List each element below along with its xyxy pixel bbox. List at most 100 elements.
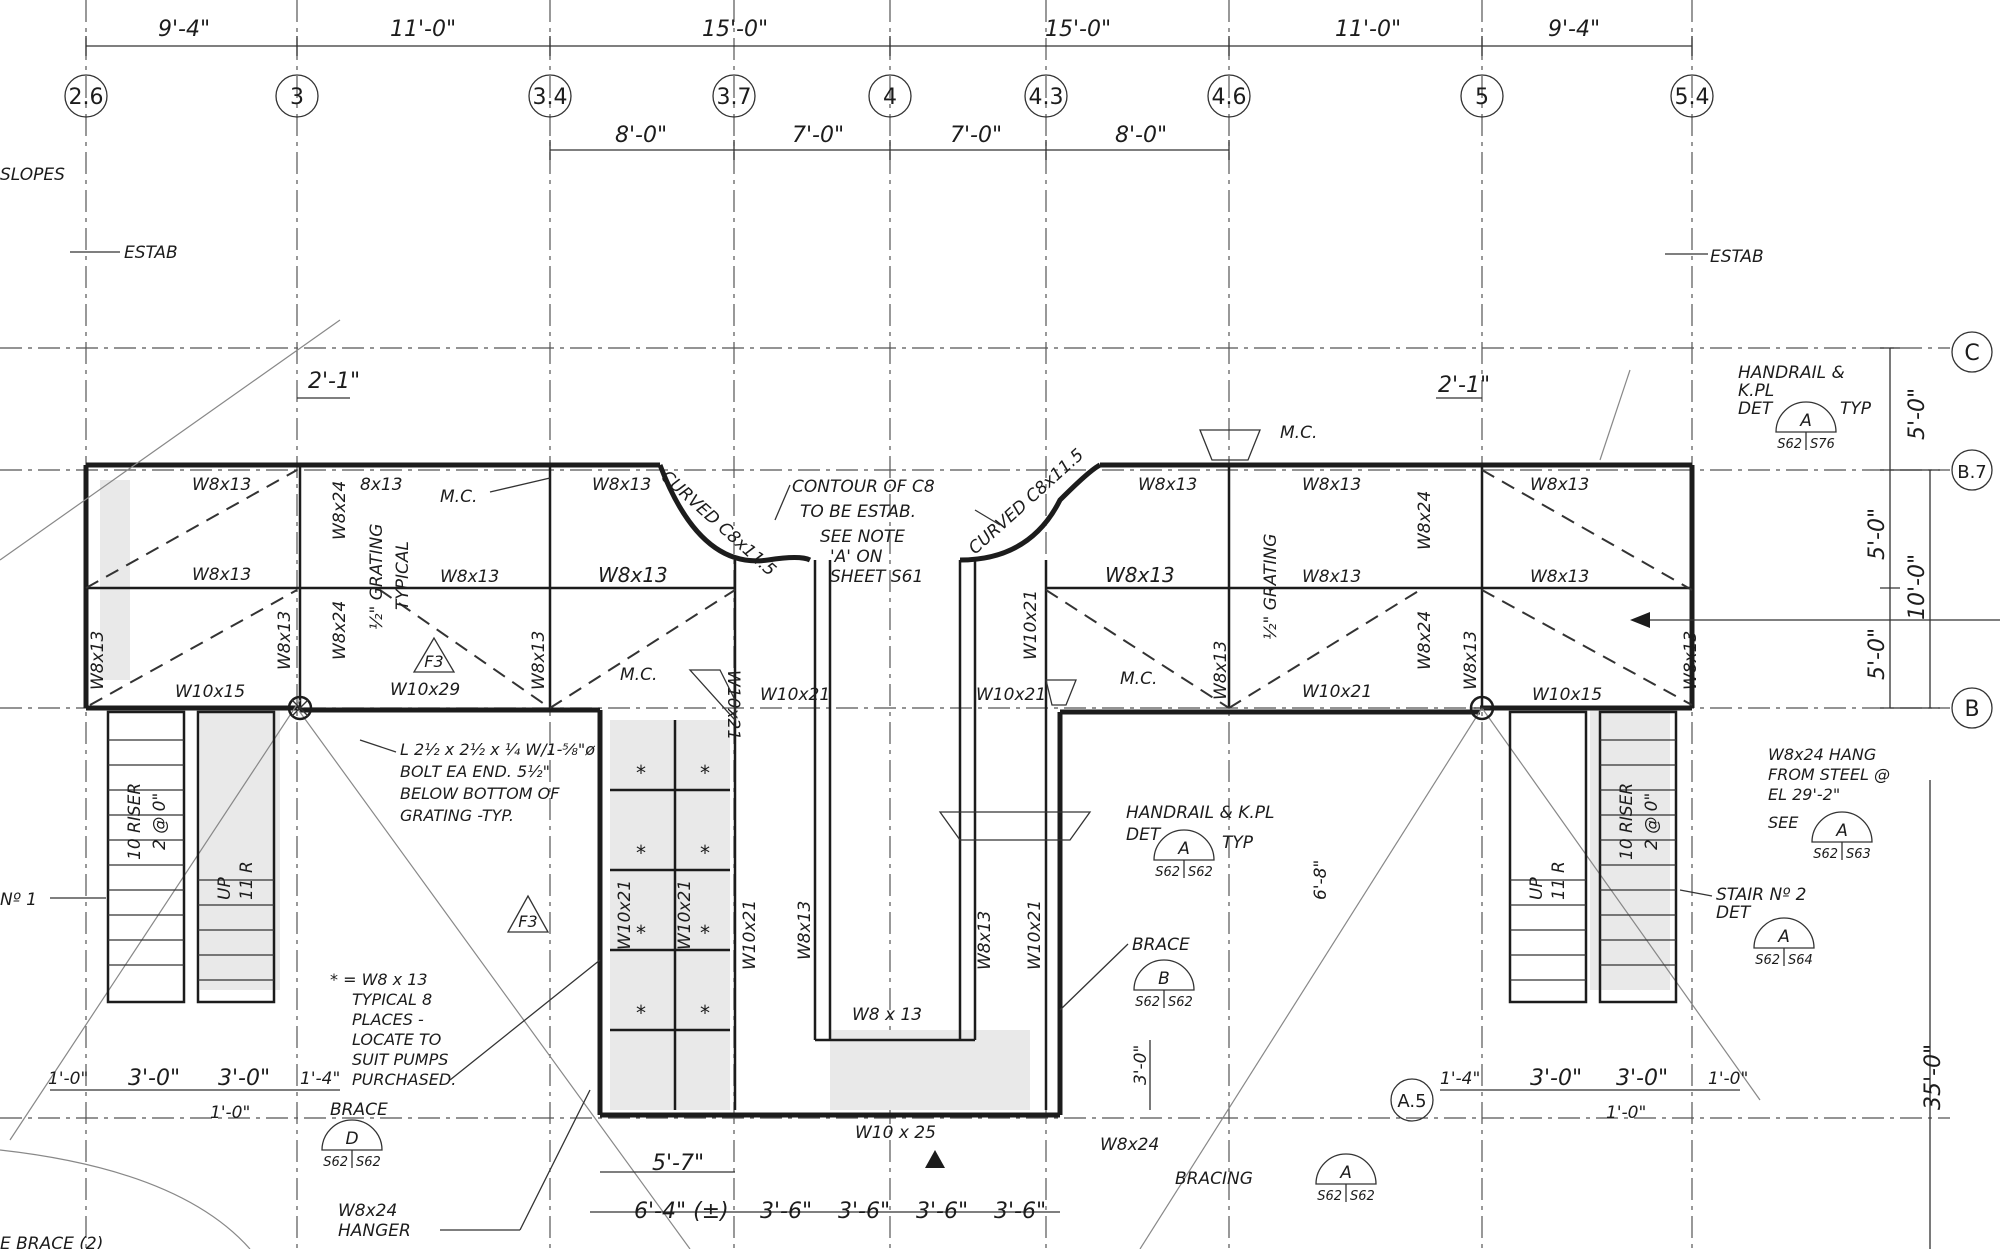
dim-3-0-vertical: 3'-0" bbox=[1131, 1045, 1151, 1085]
svg-text:S62: S62 bbox=[1135, 995, 1160, 1010]
handrail-note-top: HANDRAIL & K.PL DET TYP bbox=[1738, 363, 1872, 419]
grid-bubble-5-4: 5.4 bbox=[1675, 85, 1710, 110]
member-label: W8x13 bbox=[529, 631, 549, 690]
brace-notes: BRACE BRACE W8x24 HANGER BRACING W10 x 2… bbox=[330, 935, 1253, 1241]
section-flag: F3 bbox=[424, 652, 443, 671]
svg-text:D: D bbox=[345, 1129, 358, 1149]
bottom-center-dim: 3'-6" bbox=[838, 1199, 890, 1224]
svg-text:S62: S62 bbox=[1755, 953, 1780, 968]
stair-left-up: UP bbox=[215, 877, 235, 900]
stair-right-up-sub: 11 R bbox=[1549, 861, 1569, 900]
svg-text:A: A bbox=[1777, 927, 1790, 947]
bottom-dimensions-right: 1'-4" 3'-0" 3'-0" 1'-0" 1'-0" bbox=[1440, 1066, 1748, 1123]
grid-bubble-3: 3 bbox=[290, 85, 304, 110]
grid-bubble-4: 4 bbox=[883, 85, 897, 110]
see-note-line-2: 'A' ON bbox=[830, 547, 883, 567]
second-dim-2: 7'-0" bbox=[792, 123, 844, 148]
svg-text:S62: S62 bbox=[323, 1155, 348, 1170]
member-label: W8x13 bbox=[192, 565, 251, 585]
stair-2-line-1: STAIR Nº 2 bbox=[1716, 885, 1806, 905]
svg-text:*: * bbox=[636, 921, 646, 945]
row-bubble-b: B bbox=[1964, 697, 1979, 722]
second-dim-1: 8'-0" bbox=[615, 123, 667, 148]
bottom-center-dim: 5'-7" bbox=[652, 1151, 704, 1176]
right-dim-5: 35'-0" bbox=[1921, 1044, 1946, 1110]
angle-note-line-3: BELOW BOTTOM OF bbox=[400, 784, 560, 803]
detail-callout: B S62 S62 bbox=[1133, 959, 1195, 1010]
right-dim-4: 5'-0" bbox=[1865, 628, 1890, 680]
stair-1-label: Nº 1 bbox=[0, 890, 37, 910]
member-label: 8x13 bbox=[360, 475, 403, 495]
member-label: W10x15 bbox=[175, 682, 245, 702]
bottom-right-dim: 3'-0" bbox=[1530, 1066, 1582, 1091]
hang-note-line-3: EL 29'-2" bbox=[1768, 785, 1840, 804]
bottom-dimensions-center: 5'-7" 6'-4" (±) 3'-6" 3'-6" 3'-6" 3'-6" bbox=[590, 1151, 1060, 1224]
brace-d-label: BRACE bbox=[330, 1100, 388, 1120]
svg-text:A: A bbox=[1799, 411, 1812, 431]
angle-note: L 2½ x 2½ x ¼ W/1-⅝"ø BOLT EA END. 5½" B… bbox=[359, 739, 595, 825]
bottom-center-dim: 3'-6" bbox=[760, 1199, 812, 1224]
contour-notes: CURVED C8x11.5 CURVED C8x11.5 CONTOUR OF… bbox=[657, 445, 1088, 587]
column-markers bbox=[287, 695, 1495, 721]
top-dim-1: 9'-4" bbox=[158, 17, 210, 42]
stair-right: 10 RISER 2 @ 0" UP 11 R bbox=[1508, 710, 1678, 1004]
bottom-left-dim: 1'-0" bbox=[210, 1103, 250, 1123]
svg-text:*: * bbox=[700, 921, 710, 945]
stair-left-riser-sub: 2 @ 0" bbox=[150, 793, 170, 850]
platform-outline bbox=[83, 462, 1695, 1118]
stair-right-riser-sub: 2 @ 0" bbox=[1642, 793, 1662, 850]
star-note: * = W8 x 13 TYPICAL 8 PLACES - LOCATE TO… bbox=[330, 959, 601, 1089]
mc-labels: M.C. M.C. M.C. M.C. bbox=[440, 423, 1317, 841]
bottom-dimensions-left: 1'-0" 3'-0" 3'-0" 1'-4" 1'-0" bbox=[48, 1066, 340, 1123]
right-dim-2: 5'-0" bbox=[1865, 508, 1890, 560]
member-label: W8x13 bbox=[1302, 475, 1361, 495]
right-dim-3: 10'-0" bbox=[1905, 554, 1930, 620]
bottom-left-dim: 1'-0" bbox=[48, 1069, 88, 1089]
hanger-line-2: HANGER bbox=[338, 1221, 411, 1241]
grating-areas bbox=[100, 480, 1670, 1110]
grid-bubble-2-6: 2.6 bbox=[69, 85, 104, 110]
grating-labels: ½" GRATING TYPICAL ½" GRATING bbox=[367, 524, 1281, 640]
svg-text:A: A bbox=[1835, 821, 1848, 841]
bottom-center-dim: 3'-6" bbox=[994, 1199, 1046, 1224]
see-note-line-3: SHEET S61 bbox=[830, 567, 923, 587]
w8x24-label: W8x24 bbox=[1100, 1135, 1159, 1155]
member-label: W8x13 bbox=[1681, 631, 1701, 690]
second-dim-4: 8'-0" bbox=[1115, 123, 1167, 148]
angle-note-line-4: GRATING -TYP. bbox=[400, 806, 514, 825]
detail-callouts: A S62 S76 A S62 S62 B S62 S62 D S62 S62 … bbox=[321, 401, 1873, 1204]
grid-bubble-4-6: 4.6 bbox=[1212, 85, 1247, 110]
second-dimension-string: 8'-0" 7'-0" 7'-0" 8'-0" bbox=[549, 123, 1230, 160]
stair-1-note: Nº 1 bbox=[0, 890, 106, 910]
svg-text:A: A bbox=[1339, 1163, 1352, 1183]
svg-text:*: * bbox=[636, 1001, 646, 1025]
detail-callout: A S62 S62 bbox=[1153, 829, 1215, 880]
right-dim-1: 5'-0" bbox=[1905, 388, 1930, 440]
member-label: W10x21 bbox=[1025, 900, 1045, 970]
member-label: W10x15 bbox=[1532, 685, 1602, 705]
grid-bubbles: 2.6 3 3.4 3.7 4 4.3 4.6 5 5.4 bbox=[64, 74, 1714, 118]
svg-text:*: * bbox=[700, 841, 710, 865]
member-label: W10x21 bbox=[760, 685, 830, 705]
section-flag: F3 bbox=[518, 912, 537, 931]
handrail-mid-typ: TYP bbox=[1222, 833, 1254, 853]
member-label: W10x21 bbox=[1302, 682, 1372, 702]
star-note-line-5: SUIT PUMPS bbox=[352, 1050, 448, 1069]
star-note-line-1: * = W8 x 13 bbox=[330, 970, 428, 989]
handrail-top-line-2: K.PL bbox=[1738, 381, 1774, 401]
mc-top-label: M.C. bbox=[1280, 423, 1317, 443]
member-label: W8x24 bbox=[1415, 611, 1435, 670]
svg-text:S63: S63 bbox=[1846, 847, 1871, 862]
curved-channel-left: CURVED C8x11.5 bbox=[657, 467, 780, 581]
member-labels: W8x13 W8x13 W8x13 W8x13 W8x13 W8x13 W8x1… bbox=[88, 475, 1701, 970]
detail-callout: D S62 S62 bbox=[321, 1119, 383, 1170]
dim-6-8: 6'-8" bbox=[1311, 860, 1331, 900]
member-label: W8x13 bbox=[795, 901, 815, 960]
member-label: W8x13 bbox=[1105, 563, 1175, 587]
svg-text:S76: S76 bbox=[1810, 437, 1835, 452]
grid-bubble-5: 5 bbox=[1475, 85, 1489, 110]
member-label: W8x13 bbox=[192, 475, 251, 495]
star-note-line-6: PURCHASED. bbox=[352, 1070, 456, 1089]
mc-center-left-label: M.C. bbox=[620, 665, 657, 685]
top-dim-3: 15'-0" bbox=[702, 17, 768, 42]
